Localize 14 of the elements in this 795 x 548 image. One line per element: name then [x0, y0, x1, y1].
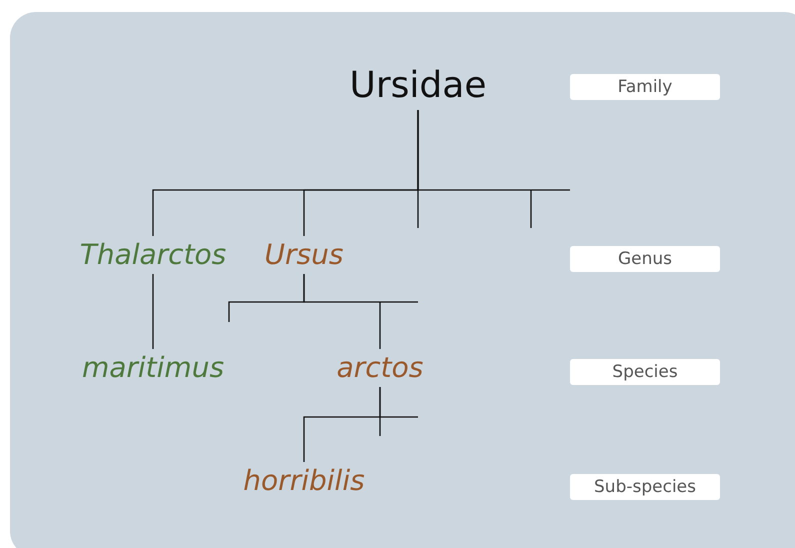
- subspecies-name: horribilis: [243, 462, 365, 500]
- rank-tag: Family: [570, 74, 720, 100]
- rank-tag: Species: [570, 359, 720, 385]
- rank-tag: Genus: [570, 246, 720, 272]
- branch-line: [152, 274, 154, 349]
- branch-line: [379, 387, 419, 418]
- species-name: arctos: [336, 349, 424, 387]
- rank-tag: Sub-species: [570, 474, 720, 500]
- branch-line: [417, 109, 571, 229]
- genus-name: Ursus: [264, 236, 344, 274]
- species-name: maritimus: [82, 349, 224, 387]
- family-name: Ursidae: [350, 62, 486, 110]
- genus-name: Thalarctos: [80, 236, 226, 274]
- branch-line: [303, 273, 419, 350]
